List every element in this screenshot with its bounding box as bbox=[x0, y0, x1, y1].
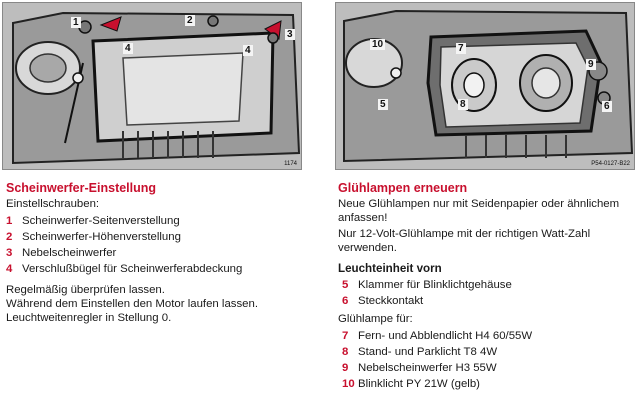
engine-note: Während dem Einstellen den Motor laufen … bbox=[6, 298, 259, 324]
headlight-adjustment-illustration: 1 2 3 4 4 1174 bbox=[2, 2, 302, 170]
figure-label-8: 8 bbox=[458, 99, 468, 110]
figure-label-4a: 4 bbox=[123, 43, 133, 54]
voltage-note: Nur 12-Volt-Glühlampe mit der richtigen … bbox=[338, 228, 591, 254]
bulb-replacement-drawing bbox=[336, 3, 634, 169]
handling-note: Neue Glühlampen nur mit Seidenpapier ode… bbox=[338, 198, 620, 224]
figure-code: P54-0127-B22 bbox=[591, 161, 630, 167]
bulb-replacement-illustration: 10 7 8 9 5 6 P54-0127-B22 bbox=[335, 2, 635, 170]
figure-label-5: 5 bbox=[378, 99, 388, 110]
unit-heading: Leuchteinheit vorn bbox=[338, 262, 442, 275]
figure-label-9: 9 bbox=[586, 59, 596, 70]
bulbs-heading: Glühlampe für: bbox=[338, 313, 413, 325]
bulb-replacement-section: Glühlampen erneuern Neue Glühlampen nur … bbox=[338, 180, 638, 392]
figure-label-3: 3 bbox=[285, 29, 295, 40]
figure-label-6: 6 bbox=[602, 101, 612, 112]
headlight-adjustment-drawing bbox=[3, 3, 301, 169]
section-title: Glühlampen erneuern bbox=[338, 181, 468, 195]
check-note: Regelmäßig überprüfen lassen. bbox=[6, 283, 165, 296]
figure-label-2: 2 bbox=[185, 15, 195, 26]
figure-label-1: 1 bbox=[71, 17, 81, 28]
figure-label-10: 10 bbox=[370, 39, 386, 50]
headlight-adjustment-section: Scheinwerfer-Einstellung Einstellschraub… bbox=[6, 180, 324, 325]
section-title: Scheinwerfer-Einstellung bbox=[6, 181, 157, 195]
figure-label-4b: 4 bbox=[243, 45, 253, 56]
figure-label-7: 7 bbox=[456, 43, 466, 54]
intro-text: Einstellschrauben: bbox=[6, 198, 100, 210]
figure-code: 1174 bbox=[284, 161, 297, 167]
